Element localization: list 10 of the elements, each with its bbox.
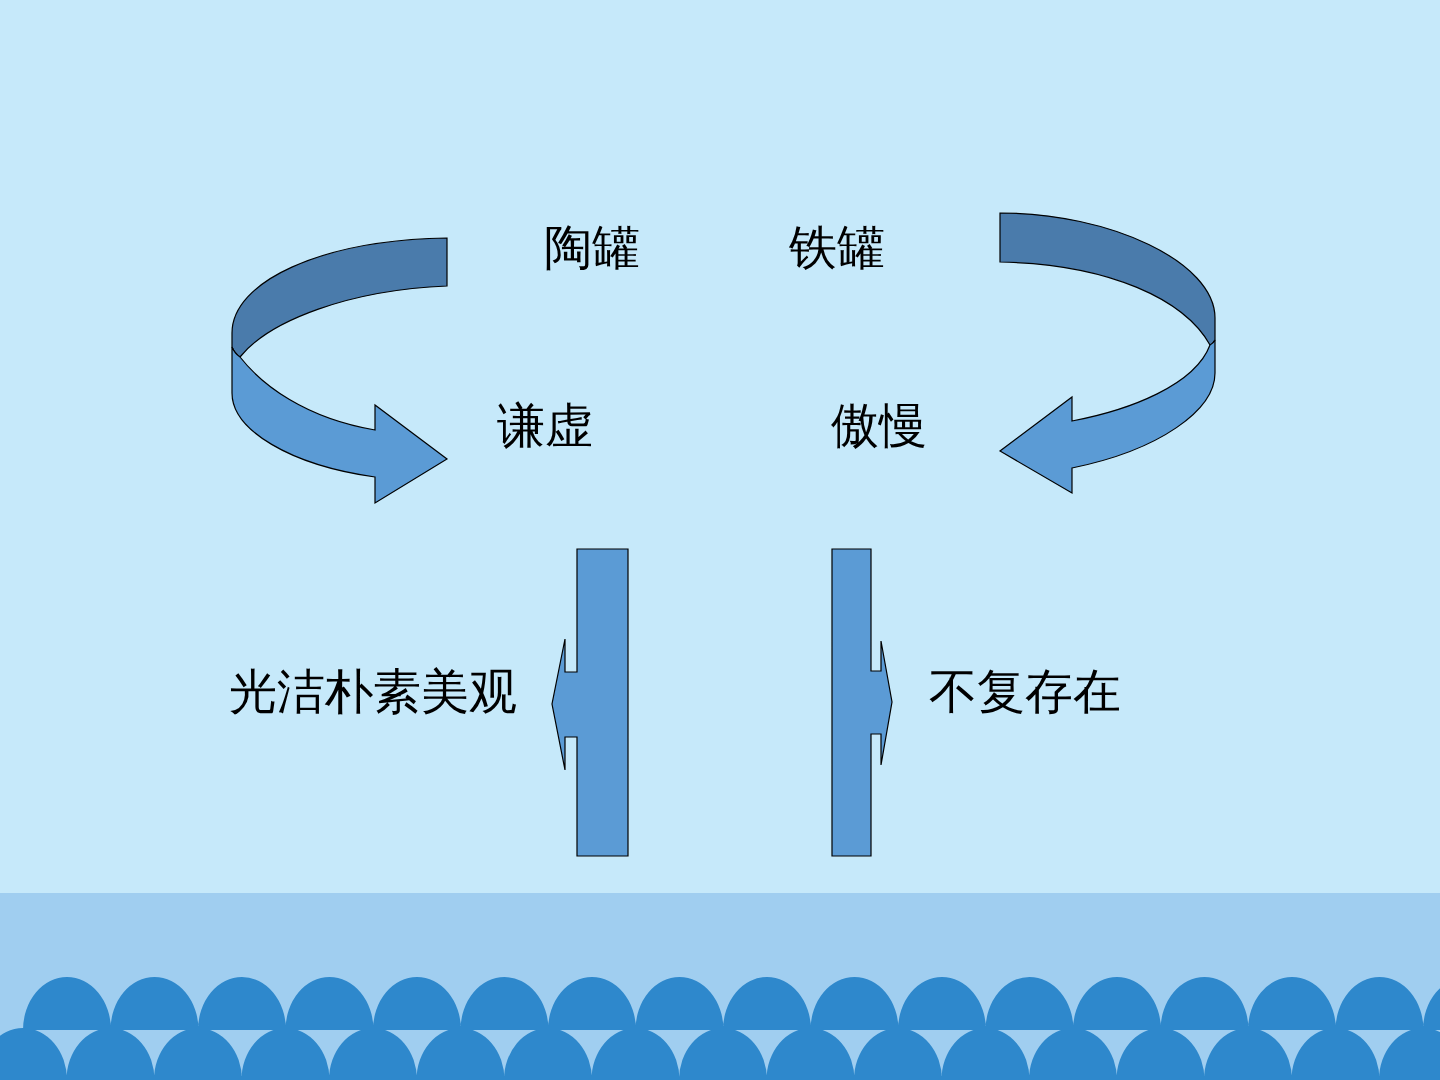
label: 铁罐 [789, 222, 885, 272]
label: 傲慢 [831, 400, 927, 450]
label: 陶罐 [544, 222, 640, 272]
label: 谦虚 [497, 400, 593, 450]
curved-arrow [999, 212, 1216, 494]
label: 不复存在 [929, 666, 1121, 716]
block-arrow [551, 548, 629, 857]
block-arrow [831, 548, 893, 857]
curved-arrow [231, 237, 448, 504]
label: 光洁朴素美观 [229, 666, 517, 716]
